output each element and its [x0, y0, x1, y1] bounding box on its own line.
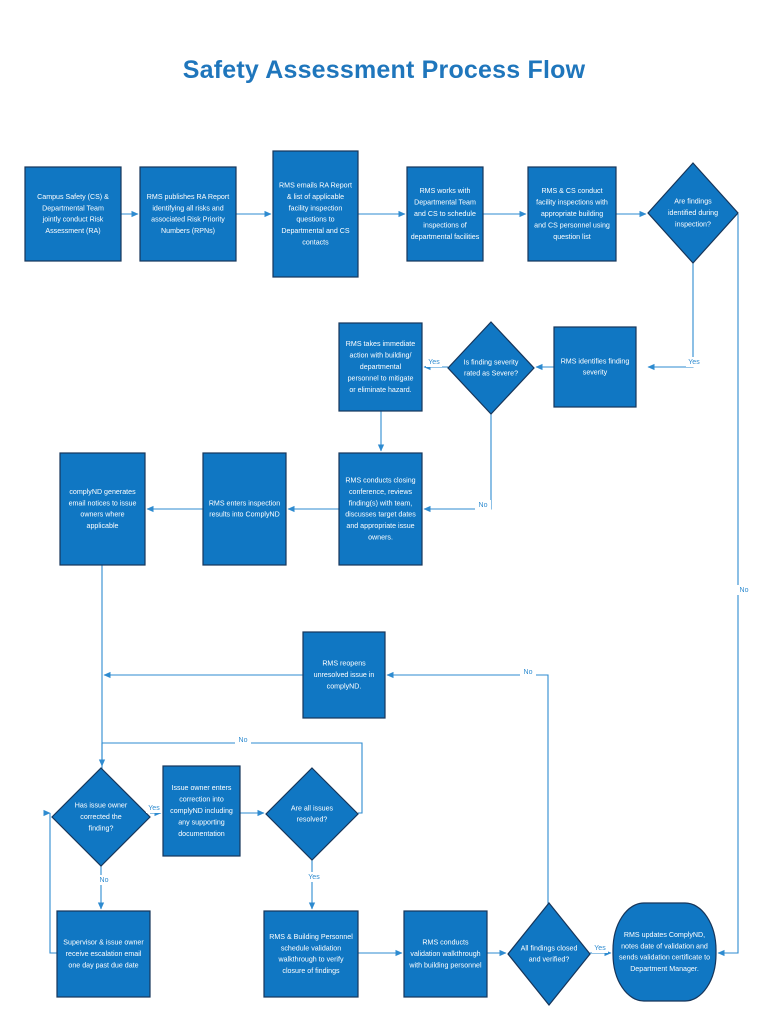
connector-label-e8: Yes — [428, 359, 440, 366]
label-backdrop — [475, 500, 491, 510]
process-shape[interactable] — [24, 166, 122, 262]
process-shape[interactable] — [338, 452, 423, 566]
connector-label-e15: No — [524, 669, 533, 676]
connector-label-e6: Yes — [688, 359, 700, 366]
terminator-shape[interactable] — [612, 902, 717, 1002]
process-shape[interactable] — [56, 910, 151, 998]
connector-e26 — [717, 214, 739, 957]
process-shape[interactable] — [139, 166, 237, 262]
process-shape[interactable] — [338, 322, 423, 412]
page-title: Safety Assessment Process Flow — [182, 56, 586, 84]
label-backdrop — [235, 735, 251, 745]
connector-e10 — [423, 414, 492, 513]
connector-label-e18: Yes — [148, 805, 160, 812]
label-backdrop — [686, 357, 702, 367]
process-shape[interactable] — [403, 910, 488, 998]
decision-shape[interactable] — [507, 902, 591, 1006]
connector-label-e25: Yes — [594, 945, 606, 952]
decision-shape[interactable] — [447, 321, 535, 415]
label-backdrop — [426, 357, 442, 367]
decision-shape[interactable] — [647, 162, 739, 264]
process-shape[interactable] — [527, 166, 617, 262]
label-backdrop — [146, 803, 162, 813]
label-backdrop — [306, 872, 322, 882]
process-shape[interactable] — [162, 765, 241, 857]
decision-shape[interactable] — [51, 767, 151, 867]
connector-label-e16: No — [239, 737, 248, 744]
connector-label-e26: No — [740, 587, 749, 594]
connector-label-e10: No — [479, 502, 488, 509]
connector-label-e21: No — [100, 877, 109, 884]
process-shape[interactable] — [406, 166, 484, 262]
label-backdrop — [592, 943, 608, 953]
decision-shape[interactable] — [265, 767, 359, 861]
label-backdrop — [736, 585, 752, 595]
connector-e6 — [647, 263, 694, 371]
node-label-t1: RMS updates ComplyND,notes date of valid… — [619, 931, 710, 973]
label-backdrop — [520, 667, 536, 677]
flow-node-n3[interactable]: RMS emails RA Report& list of applicable… — [272, 150, 359, 278]
flow-node-t1[interactable]: RMS updates ComplyND,notes date of valid… — [612, 902, 717, 1002]
connector-e16 — [102, 742, 363, 814]
process-shape[interactable] — [202, 452, 287, 566]
process-shape[interactable] — [553, 326, 637, 408]
process-shape[interactable] — [263, 910, 359, 998]
process-shape[interactable] — [59, 452, 146, 566]
label-backdrop — [96, 875, 112, 885]
connector-label-e22: Yes — [308, 874, 320, 881]
process-shape[interactable] — [302, 631, 386, 719]
connector-e15 — [386, 671, 549, 905]
process-shape[interactable] — [272, 150, 359, 278]
node-label-n3: RMS emails RA Report& list of applicable… — [279, 181, 352, 246]
